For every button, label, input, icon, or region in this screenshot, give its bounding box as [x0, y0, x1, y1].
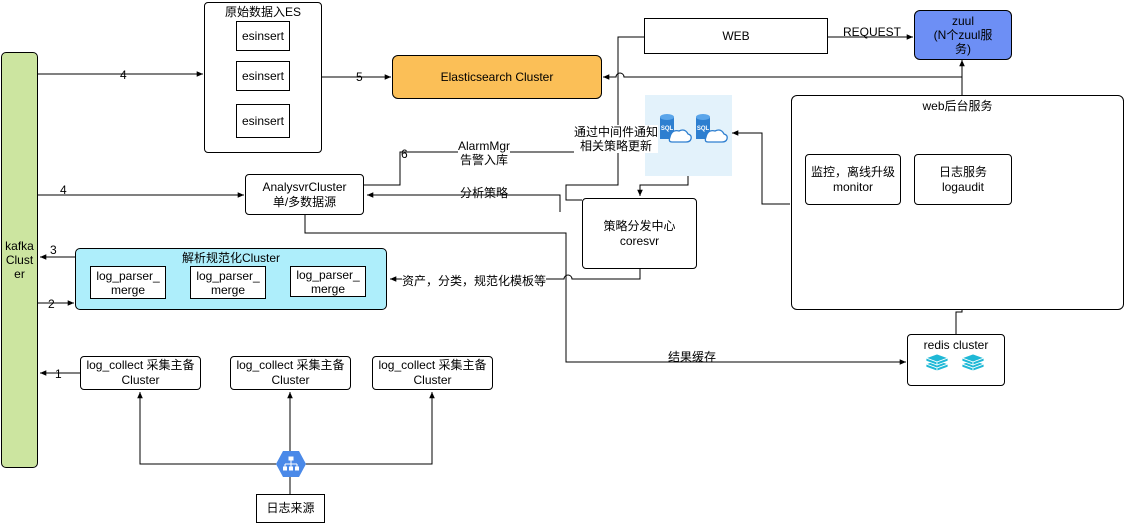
- sql-database-icon: SQL: [660, 114, 692, 143]
- kafka-cluster: kafka Clust er: [1, 52, 38, 468]
- redis-cluster-title: redis cluster: [923, 338, 989, 352]
- log-parser-node: log_parser_ merge: [290, 266, 366, 297]
- edge-number-2: 2: [48, 297, 55, 311]
- log-source: 日志来源: [256, 494, 325, 523]
- esinsert-node: esinsert: [236, 104, 290, 138]
- asset-template-label: 资产，分类，规范化模板等: [402, 274, 547, 288]
- coresvr-policy-center: 策略分发中心 coresvr: [582, 198, 697, 269]
- svg-text:SQL: SQL: [661, 126, 674, 132]
- web-backend-title: web后台服务: [922, 99, 993, 113]
- log-parser-node: log_parser_ merge: [90, 266, 166, 299]
- log-collect-cluster: log_collect 采集主备 Cluster: [372, 356, 493, 390]
- log-collect-cluster: log_collect 采集主备 Cluster: [230, 356, 351, 390]
- analysis-policy-label: 分析策略: [460, 186, 509, 200]
- edge-number-3: 3: [50, 243, 57, 257]
- parser-cluster-title: 解析规范化Cluster: [181, 251, 280, 265]
- edge-number-1: 1: [55, 367, 62, 381]
- esinsert-node: esinsert: [236, 21, 290, 51]
- redis-cluster: redis cluster: [907, 334, 1005, 386]
- elasticsearch-cluster: Elasticsearch Cluster: [392, 55, 602, 99]
- monitor-service: 监控，离线升级 monitor: [805, 154, 901, 205]
- request-label: REQUEST: [843, 25, 902, 39]
- edge-number-4: 4: [60, 183, 67, 197]
- log-parser-node: log_parser_ merge: [190, 266, 266, 299]
- analysvr-cluster: AnalysvrCluster 单/多数据源: [245, 174, 364, 215]
- log-collect-cluster: log_collect 采集主备 Cluster: [80, 356, 201, 390]
- svg-text:SQL: SQL: [697, 126, 710, 132]
- sql-database-icon: SQL: [696, 114, 728, 143]
- redis-stack-icon: [960, 353, 986, 372]
- load-balancer-icon: [276, 451, 306, 477]
- es-ingest-title: 原始数据入ES: [224, 5, 301, 19]
- logaudit-service: 日志服务 logaudit: [914, 154, 1012, 205]
- alarm-manager-label: AlarmMgr 告警入库: [458, 139, 511, 167]
- esinsert-node: esinsert: [236, 61, 290, 91]
- result-cache-label: 结果缓存: [668, 350, 717, 364]
- edge-number-5: 5: [356, 70, 363, 84]
- zuul-gateway: zuul (N个zuul服 务): [914, 10, 1012, 60]
- web-node: WEB: [644, 18, 828, 54]
- edge-number-6: 6: [401, 147, 408, 161]
- edge-number-4: 4: [120, 68, 127, 82]
- middleware-note: 通过中间件通知 相关策略更新: [574, 125, 659, 153]
- redis-stack-icon: [924, 353, 950, 372]
